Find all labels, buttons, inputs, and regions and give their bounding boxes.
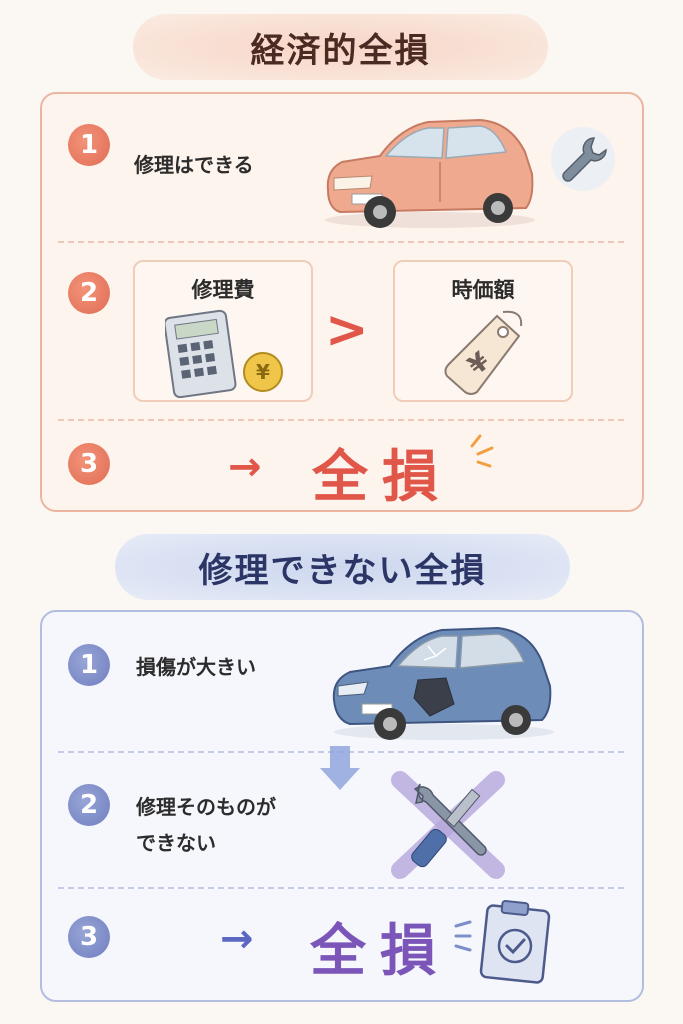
comparator-greater-than: > [325,300,369,360]
section2-step2-text-line1: 修理そのものが [136,795,276,819]
section1-step3-number: 3 [68,443,110,485]
section1-result-text: 全損 [312,445,452,510]
repair-cost-label: 修理費 [191,278,255,302]
wrench-icon [551,127,615,191]
down-arrow-icon [320,746,360,790]
svg-text:¥: ¥ [256,360,270,384]
section2-title: 修理できない全損 [115,534,570,600]
section1-divider-1 [58,241,624,243]
section1-title: 経済的全損 [133,14,548,80]
car-icon [325,118,535,228]
section1-divider-2 [58,419,624,421]
section2-result-arrow: → [220,916,254,962]
section2-divider-2 [58,887,624,889]
section1-step1-number: 1 [68,124,110,166]
section2-step2-text-line2: できない [136,831,216,855]
section2-result-text: 全損 [310,919,450,984]
sparkle-lines-icon [454,920,472,952]
section2-step2-number: 2 [68,784,110,826]
yen-coin-icon: ¥ [243,352,283,392]
clipboard-check-icon [479,899,551,984]
section2-step1-number: 1 [68,644,110,686]
market-value-label: 時価額 [451,278,515,302]
repair-cost-box: 修理費 ¥ [133,260,313,402]
section2-step3-number: 3 [68,916,110,958]
section1-step2-number: 2 [68,272,110,314]
crossed-tools-icon [391,771,505,879]
calculator-icon [165,309,237,398]
damaged-car-icon [332,626,554,740]
section1-step1-text: 修理はできる [134,153,254,177]
sparkle-lines-icon [470,434,494,468]
yen-price-tag-icon: ¥ [444,310,523,395]
section2-step1-text: 損傷が大きい [136,655,256,679]
market-value-box: 時価額 ¥ [393,260,573,402]
section1-result-arrow: → [228,444,262,490]
